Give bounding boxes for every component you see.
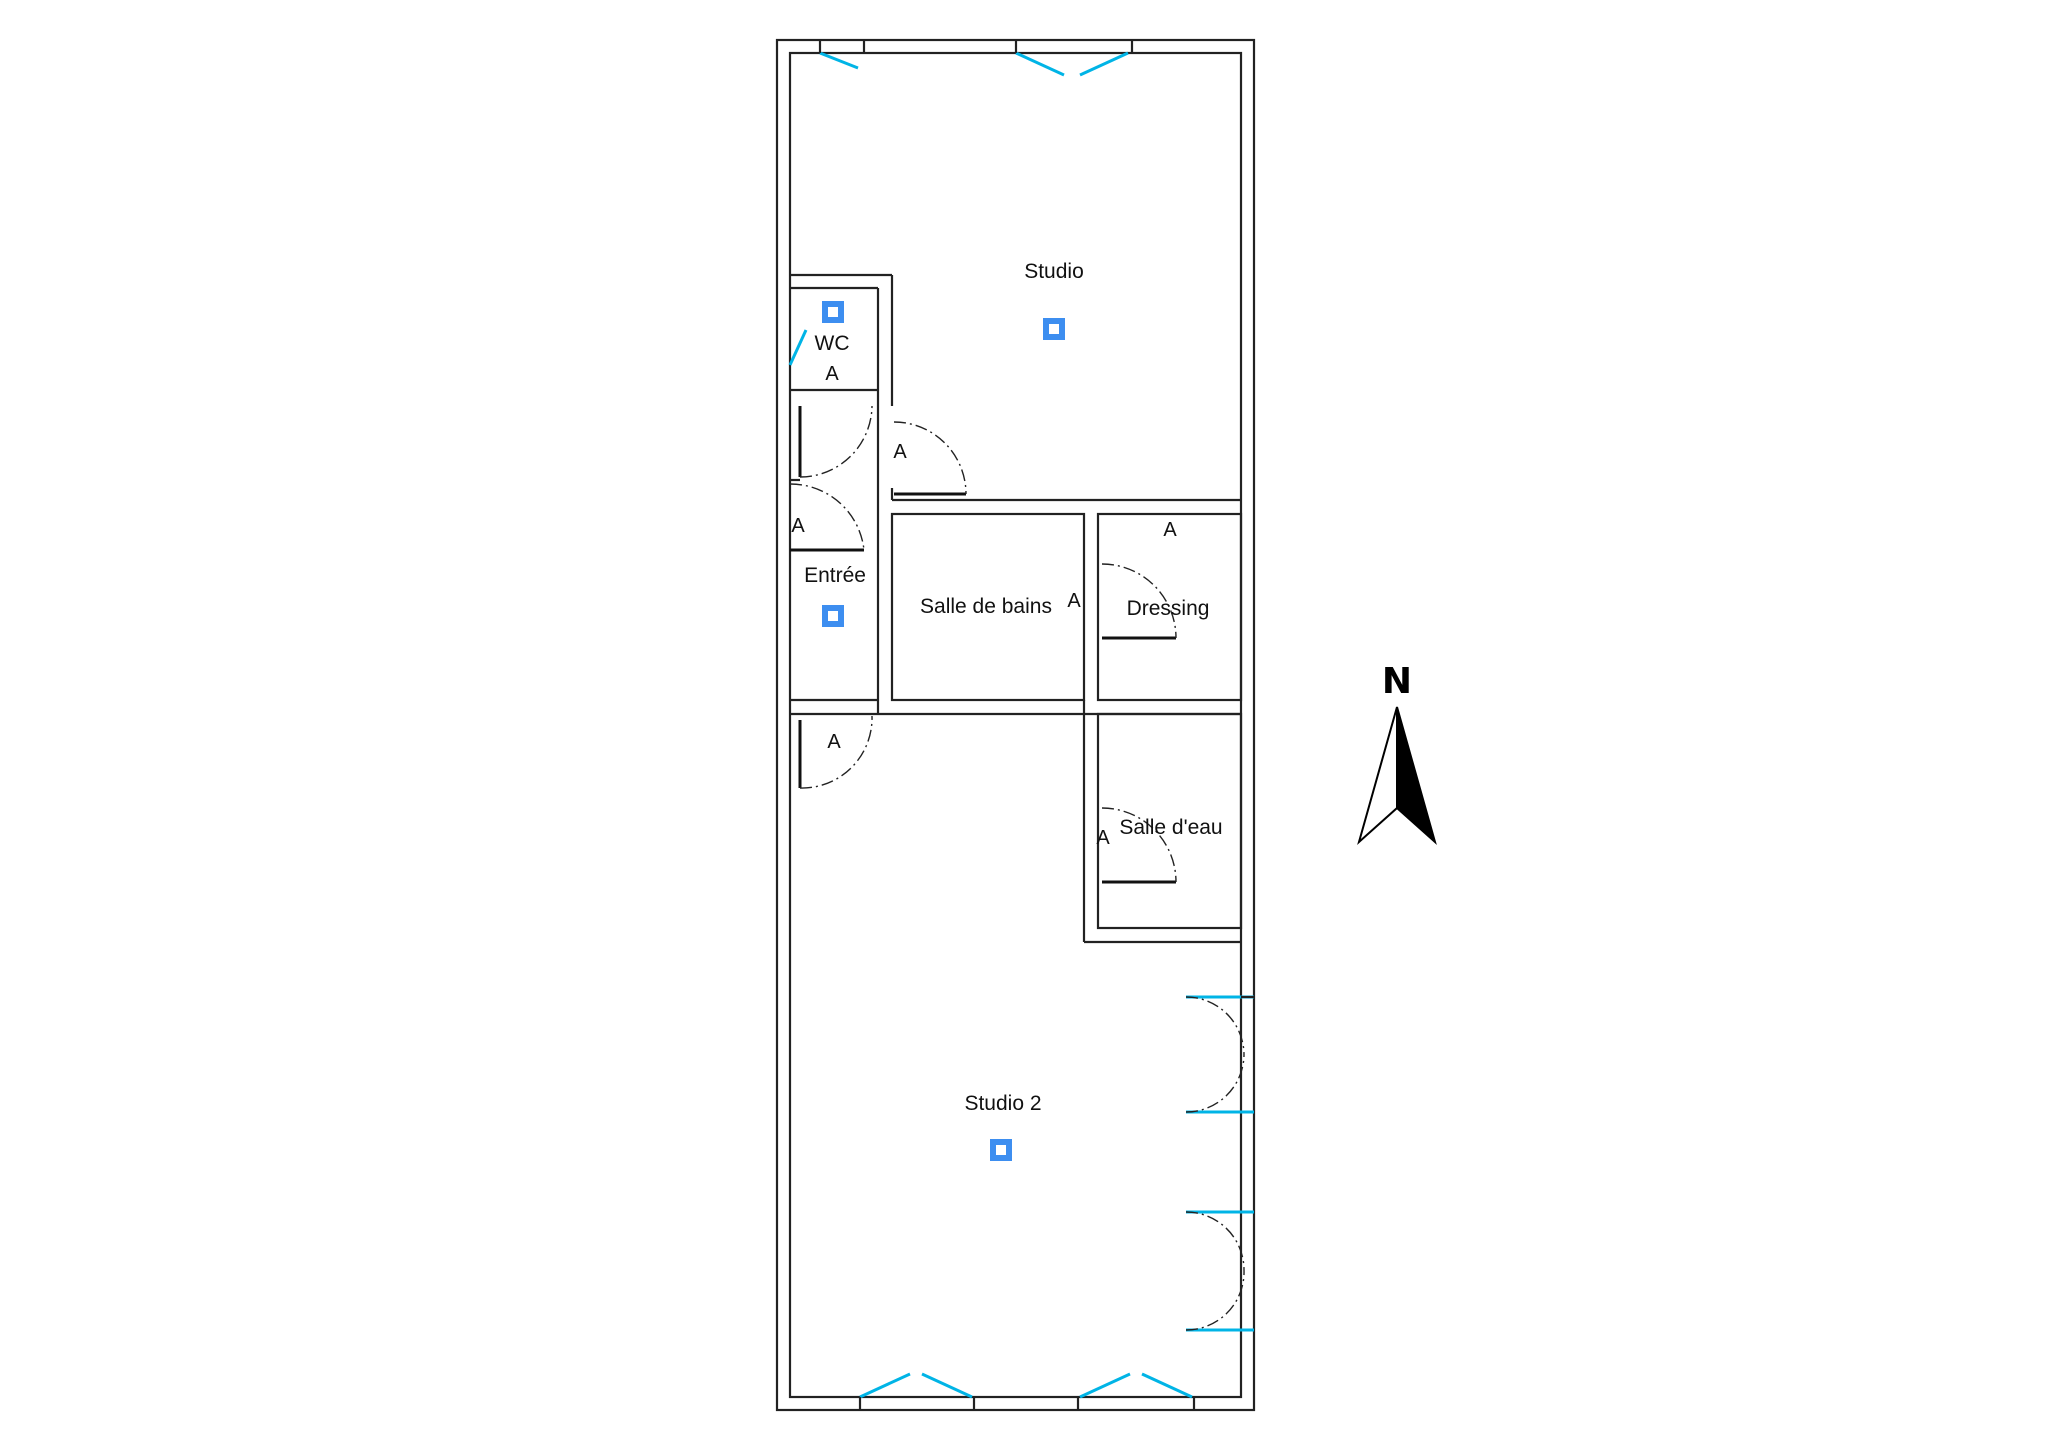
door-marker: A [1163,519,1177,541]
sensors [822,301,1065,1161]
room-labels: Studio WC Entrée Salle de bains Dressing… [804,260,1223,1115]
north-arrow-icon [1357,706,1437,846]
room-label-salle-de-bains: Salle de bains [920,595,1052,618]
sensor-icon-wc [822,301,844,323]
door-marker: A [893,441,907,463]
sensor-icon-studio-2 [990,1139,1012,1161]
room-label-studio: Studio [1024,260,1084,283]
sensor-icon-entree [822,605,844,627]
door-marker: A [791,515,805,537]
door-markers: A A A A A A A [791,363,1177,849]
room-label-wc: WC [815,332,850,355]
sensor-icon-studio [1043,318,1065,340]
door-marker: A [1067,590,1081,612]
outer-walls [775,38,1256,1412]
compass-north-label: N [1382,661,1412,702]
interior-walls [790,273,1243,944]
room-label-dressing: Dressing [1127,597,1210,620]
windows [788,40,1254,1410]
doors [789,405,1245,1331]
room-label-entree: Entrée [804,564,866,587]
room-label-studio-2: Studio 2 [964,1092,1041,1115]
door-marker: A [825,363,839,385]
door-marker: A [827,731,841,753]
compass: N [1357,661,1437,846]
room-label-salle-d-eau: Salle d'eau [1119,816,1222,839]
door-marker: A [1096,827,1110,849]
